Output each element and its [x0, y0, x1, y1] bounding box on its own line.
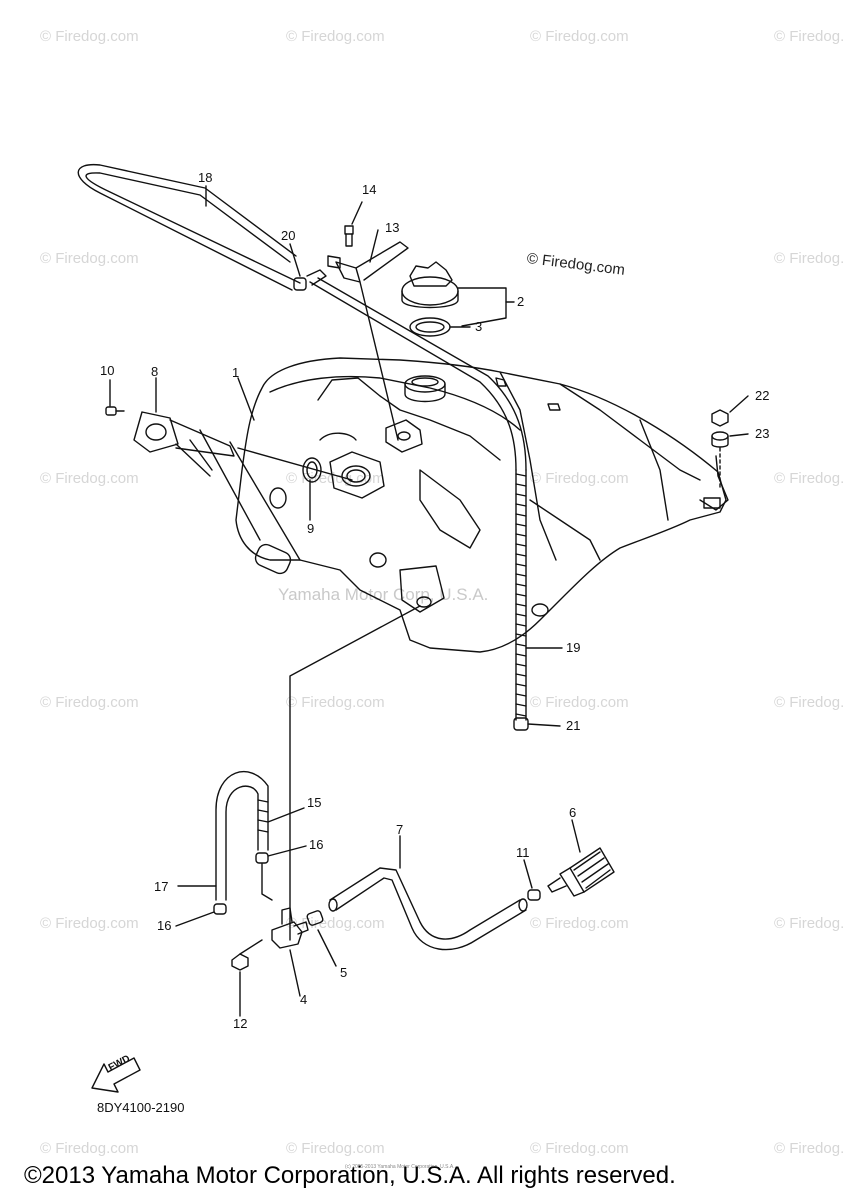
part-13-vent-fitting	[327, 241, 409, 283]
part-16-clip-lower	[213, 903, 227, 915]
part-23-damper	[711, 431, 729, 448]
part-5-clamp	[306, 910, 324, 926]
watermark: © Firedog.com	[40, 915, 139, 932]
watermark-center: Yamaha Motor Corp, U.S.A.	[278, 585, 489, 604]
watermark: © Firedog.com	[40, 470, 139, 487]
label-part-9: 9	[307, 521, 315, 536]
label-part-23: 23	[755, 426, 770, 441]
label-part-1: 1	[232, 365, 240, 380]
label-part-7: 7	[396, 822, 404, 837]
assembly-guide-line	[261, 863, 273, 901]
watermark: © Firedog.com	[40, 1140, 139, 1157]
watermark: © Firedog.com	[286, 915, 385, 932]
watermark: © Firedog.com	[530, 694, 629, 711]
label-part-17: 17	[154, 879, 169, 894]
label-part-16-lower: 16	[157, 918, 172, 933]
label-part-8: 8	[151, 364, 159, 379]
watermark: © Firedog.com	[530, 470, 629, 487]
part-12-screw	[231, 939, 263, 971]
watermark: © Firedog.com	[530, 915, 629, 932]
assembly-guide-line	[229, 441, 301, 561]
label-part-4: 4	[300, 992, 308, 1007]
assembly-guide-line	[359, 281, 399, 441]
watermark: © Firedog.com	[40, 28, 139, 45]
watermark: © Firedog.com	[774, 470, 843, 487]
watermark: © Firedog.com	[40, 250, 139, 267]
label-part-22: 22	[755, 388, 770, 403]
assembly-guide-line	[237, 447, 353, 481]
copyright-notice: ©2013 Yamaha Motor Corporation, U.S.A. A…	[24, 1162, 676, 1189]
watermark: © Firedog.com	[530, 1140, 629, 1157]
part-2-fuel-cap	[401, 261, 459, 309]
label-part-16: 16	[309, 837, 324, 852]
part-14-bolt	[344, 225, 354, 247]
part-4-fuel-petcock	[271, 907, 309, 949]
part-22-nut	[711, 409, 729, 427]
label-part-11: 11	[516, 845, 530, 860]
label-part-20: 20	[281, 228, 296, 243]
watermark: © Firedog.com	[40, 694, 139, 711]
watermark: © Firedog.com	[286, 1140, 385, 1157]
assembly-guide-line	[289, 605, 421, 941]
part-15-17-fuel-hose	[215, 770, 269, 901]
fuel-sender-opening	[329, 451, 385, 499]
label-part-18: 18	[198, 170, 213, 185]
label-part-14: 14	[362, 182, 377, 197]
watermark: © Firedog.com	[286, 694, 385, 711]
label-part-21: 21	[566, 718, 581, 733]
watermark: © Firedog.com	[774, 694, 843, 711]
leader-lines	[109, 185, 749, 1017]
watermark: © Firedog.com	[774, 1140, 843, 1157]
label-part-10: 10	[100, 363, 115, 378]
part-16-clip	[255, 852, 269, 864]
leader-bracket	[457, 287, 507, 327]
part-19-breather-hose	[309, 277, 527, 721]
label-part-12: 12	[233, 1016, 248, 1031]
part-18-vent-hose	[77, 163, 301, 291]
label-part-13: 13	[385, 220, 400, 235]
watermark: © Firedog.com	[774, 250, 843, 267]
watermark: © Firedog.com	[286, 28, 385, 45]
watermark: © Firedog.com	[774, 28, 843, 45]
diagram-code: 8DY4100-2190	[97, 1100, 185, 1115]
part-3-gasket	[409, 317, 451, 337]
tank-petcock-mount	[399, 565, 445, 613]
label-part-19: 19	[566, 640, 581, 655]
tank-vent-boss	[385, 419, 423, 453]
label-part-3: 3	[475, 319, 483, 334]
part-10-screw	[105, 406, 125, 416]
label-part-5: 5	[340, 965, 348, 980]
label-part-6: 6	[569, 805, 577, 820]
fwd-arrow-icon	[91, 1057, 141, 1093]
part-6-fuel-filter	[547, 847, 615, 897]
part-20-clip	[293, 269, 327, 291]
label-part-2: 2	[517, 294, 525, 309]
part-8-fuel-sender	[133, 411, 292, 575]
label-part-15: 15	[307, 795, 322, 810]
part-11-clamp	[527, 889, 541, 901]
part-7-fuel-hose	[328, 867, 528, 951]
fuel-filler-neck	[404, 375, 446, 403]
watermark: © Firedog.com	[774, 915, 843, 932]
tiny-notice: (c) 2005-2013 Yamaha Motor Corporation, …	[345, 1164, 455, 1170]
watermark: © Firedog.com	[530, 28, 629, 45]
